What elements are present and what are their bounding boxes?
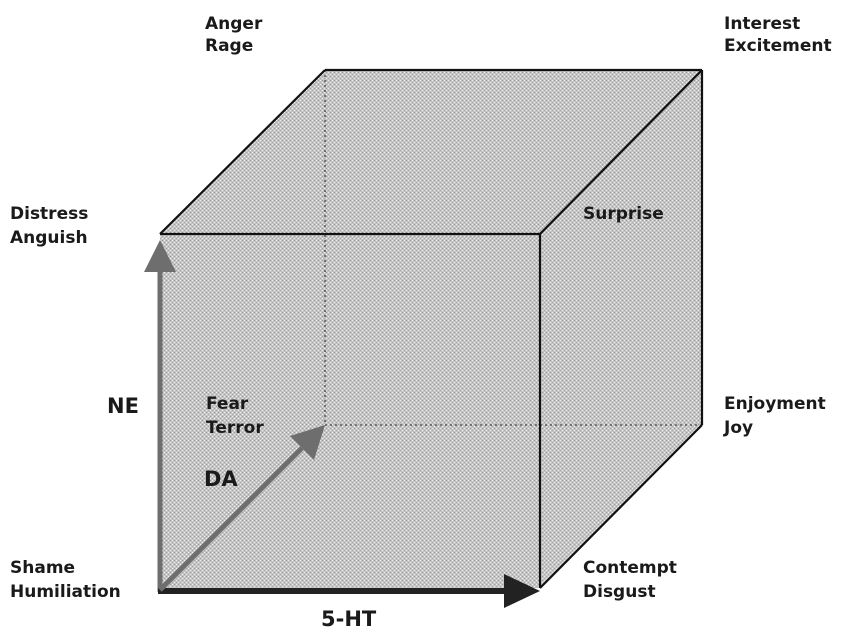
- label-shame: Shame: [10, 558, 75, 578]
- axis-label-5ht: 5-HT: [321, 607, 377, 631]
- label-joy: Joy: [723, 418, 753, 438]
- ne-axis-arrow: [144, 240, 176, 592]
- cube-top-face: [160, 70, 702, 234]
- label-interest: Interest: [724, 14, 800, 34]
- label-terror: Terror: [206, 418, 264, 438]
- cube-edges: [159, 68, 704, 589]
- label-anger: Anger: [205, 14, 263, 34]
- cube-right-face: [540, 70, 702, 588]
- label-rage: Rage: [205, 36, 253, 56]
- label-disgust: Disgust: [583, 582, 656, 602]
- label-excitement: Excitement: [724, 36, 832, 56]
- label-enjoyment: Enjoyment: [724, 394, 826, 414]
- axis-label-ne: NE: [107, 394, 139, 418]
- label-humiliation: Humiliation: [10, 582, 121, 602]
- label-distress: Distress: [10, 204, 88, 224]
- label-anguish: Anguish: [10, 228, 88, 248]
- da-axis-arrow: [158, 425, 325, 592]
- 5ht-axis-arrow: [158, 574, 540, 608]
- label-fear: Fear: [206, 394, 249, 414]
- label-surprise: Surprise: [583, 204, 664, 224]
- axis-label-da: DA: [204, 467, 238, 491]
- label-contempt: Contempt: [583, 558, 677, 578]
